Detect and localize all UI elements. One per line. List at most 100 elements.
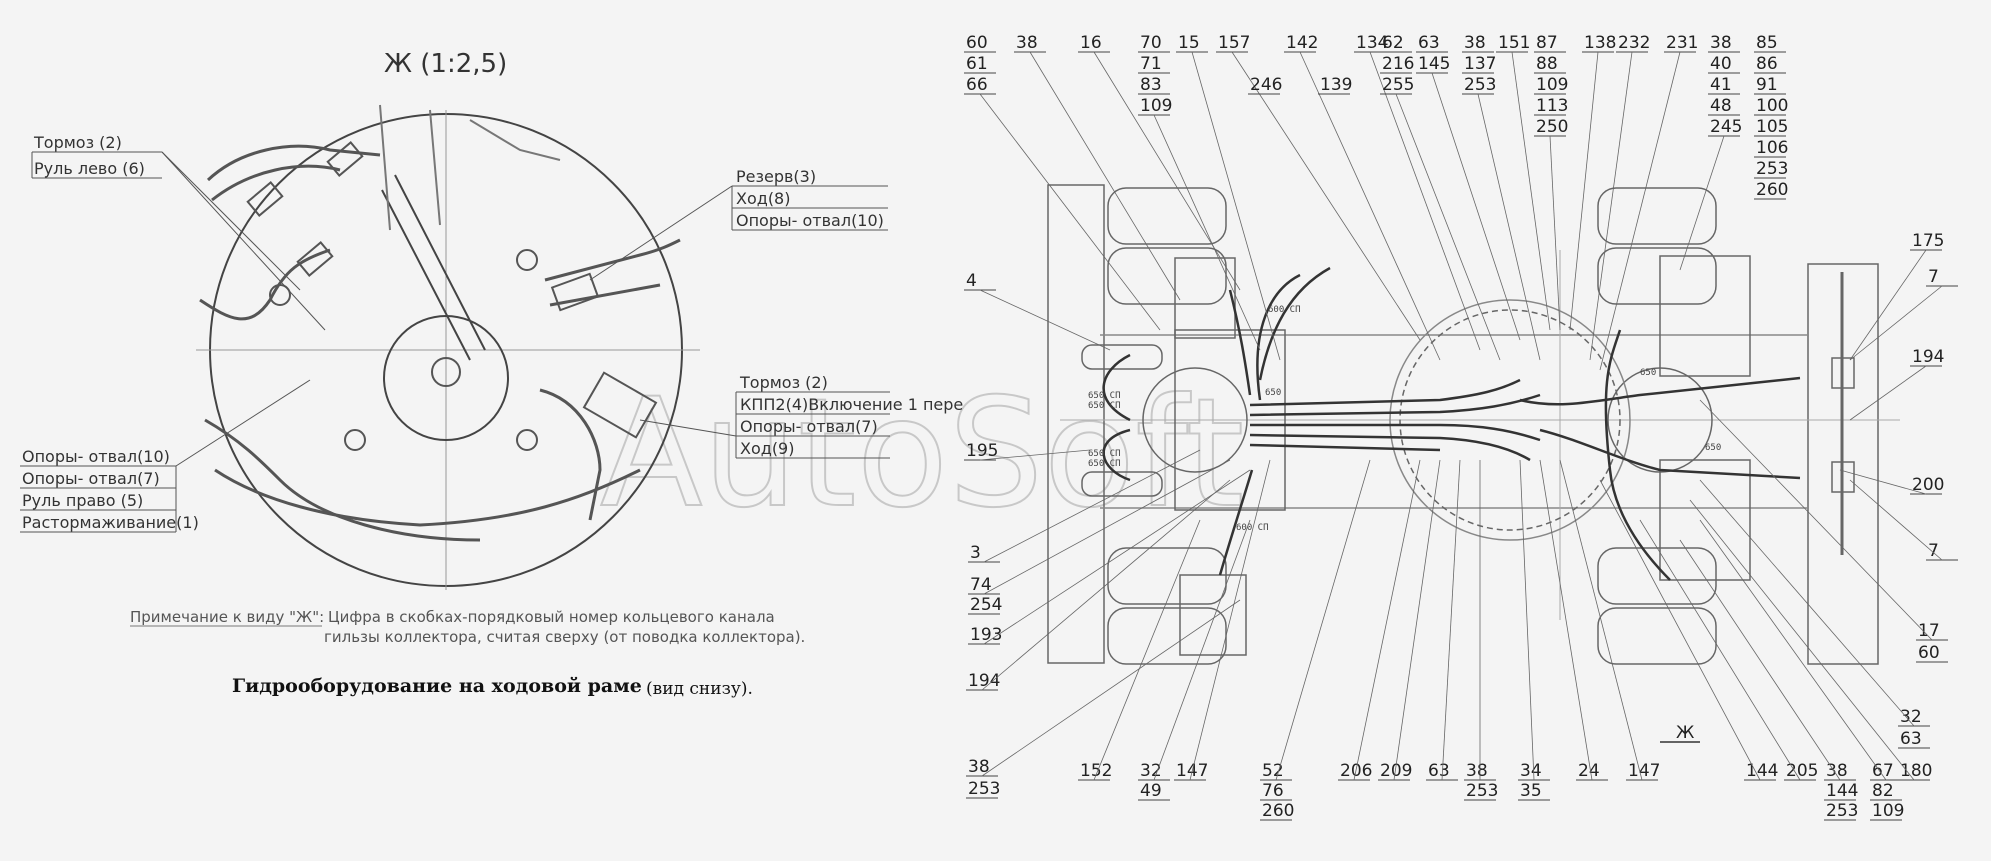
- part-label: 253: [1826, 801, 1858, 821]
- leader-line: [1699, 479, 1915, 727]
- drawing-subtitle: (вид снизу).: [646, 679, 753, 699]
- callout-right-top: Резерв(3) Ход(8) Опоры- отвал(10): [589, 167, 888, 281]
- view-marker: Ж: [1660, 723, 1700, 743]
- part-label: 48: [1710, 96, 1732, 116]
- part-label: 49: [1140, 781, 1162, 801]
- part-label: 87: [1536, 33, 1558, 53]
- callout-right-mid: Тормоз (2) КПП2(4)Включение 1 пере Опоры…: [639, 373, 963, 459]
- leader-line: [979, 93, 1161, 331]
- mark-4: 650 СП: [1088, 459, 1121, 469]
- part-label: 38: [1466, 761, 1488, 781]
- note-line-2: гильзы коллектора, считая сверху (от пов…: [324, 628, 805, 646]
- leader-line: [1589, 51, 1633, 361]
- part-label: 142: [1286, 33, 1318, 53]
- leader-line: [1393, 459, 1441, 781]
- callout-left-bottom: Опоры- отвал(10) Опоры- отвал(7) Руль пр…: [20, 379, 311, 533]
- part-label: 209: [1380, 761, 1412, 781]
- part-label: 216: [1382, 54, 1414, 74]
- part-label: 138: [1584, 33, 1616, 53]
- leader-line: [1369, 51, 1481, 351]
- part-label: 52: [1262, 761, 1284, 781]
- part-label: 144: [1746, 761, 1778, 781]
- part-label: 255: [1382, 75, 1414, 95]
- leader-line: [1093, 519, 1201, 781]
- part-label: 74: [970, 575, 992, 595]
- part-label: 85: [1756, 33, 1778, 53]
- leader-line: [1231, 51, 1421, 341]
- note-line-1: Цифра в скобках-порядковый номер кольцев…: [328, 608, 775, 626]
- part-label: 41: [1710, 75, 1732, 95]
- part-label: 35: [1520, 781, 1542, 801]
- drawing-title: Гидрооборудование на ходовой раме: [232, 675, 642, 697]
- part-label: 24: [1578, 761, 1600, 781]
- part-label: 17: [1918, 621, 1940, 641]
- leader-line: [1839, 469, 1927, 495]
- mark-1: 650 СП: [1088, 391, 1121, 401]
- leader-line: [1441, 459, 1461, 781]
- part-label: 245: [1710, 117, 1742, 137]
- part-label: 157: [1218, 33, 1250, 53]
- watermark: AutoSoft: [600, 367, 1244, 541]
- callout-brake-release: Растормаживание(1): [22, 513, 199, 532]
- callout-supports-7-b: Опоры- отвал(7): [22, 469, 160, 488]
- leader-line: [1679, 539, 1841, 781]
- leader-line: [1029, 51, 1181, 301]
- bottom-part-labels: 3825315232491475276260206209633825334352…: [966, 459, 1904, 821]
- mark-2: 650 СП: [1088, 401, 1121, 411]
- part-label: 63: [1900, 729, 1922, 749]
- part-label: 139: [1320, 75, 1352, 95]
- part-label: 66: [966, 75, 988, 95]
- callout-supports-10: Опоры- отвал(10): [736, 211, 884, 230]
- leader-line: [983, 449, 1201, 563]
- part-label: 32: [1900, 707, 1922, 727]
- leader-line: [1189, 459, 1271, 781]
- leader-line: [1689, 499, 1915, 781]
- part-label: 100: [1756, 96, 1788, 116]
- part-label: 70: [1140, 33, 1162, 53]
- leader-line: [1353, 459, 1421, 781]
- view-marker-label: Ж: [1676, 723, 1694, 743]
- leader-line: [1699, 399, 1933, 641]
- part-label: 7: [1928, 267, 1939, 287]
- leader-line: [1569, 51, 1599, 331]
- part-label: 253: [1464, 75, 1496, 95]
- mark-5: 600 СП: [1236, 523, 1269, 533]
- part-label: 61: [966, 54, 988, 74]
- callout-reserve: Резерв(3): [736, 167, 816, 186]
- part-label: 62: [1382, 33, 1404, 53]
- leader-line: [1699, 519, 1887, 781]
- part-label: 60: [1918, 643, 1940, 663]
- detail-view-circle: [196, 104, 700, 590]
- part-label: 134: [1356, 33, 1388, 53]
- leader-line: [1849, 285, 1943, 361]
- leader-line: [1191, 51, 1281, 361]
- part-label: 32: [1140, 761, 1162, 781]
- leader-line: [1275, 459, 1371, 781]
- part-label: 91: [1756, 75, 1778, 95]
- leader-line: [1679, 135, 1725, 271]
- note-label: Примечание к виду "Ж":: [130, 608, 324, 626]
- part-label: 254: [970, 595, 1002, 615]
- part-label: 16: [1080, 33, 1102, 53]
- part-label: 253: [1756, 159, 1788, 179]
- leader-line: [1153, 114, 1261, 351]
- note-block: Примечание к виду "Ж": Цифра в скобках-п…: [130, 608, 805, 646]
- mark-7: 650: [1640, 368, 1656, 378]
- part-label: 194: [1912, 347, 1944, 367]
- leader-line: [1519, 459, 1535, 781]
- part-label: 71: [1140, 54, 1162, 74]
- part-label: 67: [1872, 761, 1894, 781]
- callout-supports-10-b: Опоры- отвал(10): [22, 447, 170, 466]
- leader-line: [979, 449, 1091, 461]
- callout-steer-right: Руль право (5): [22, 491, 143, 510]
- part-label: 205: [1786, 761, 1818, 781]
- leader-line: [1153, 519, 1251, 781]
- leader-line: [1477, 93, 1541, 361]
- callout-steer-left: Руль лево (6): [34, 159, 145, 178]
- part-label: 7: [1928, 541, 1939, 561]
- leader-line: [1599, 479, 1761, 781]
- callout-kpp2: КПП2(4)Включение 1 пере: [740, 395, 963, 414]
- part-label: 151: [1498, 33, 1530, 53]
